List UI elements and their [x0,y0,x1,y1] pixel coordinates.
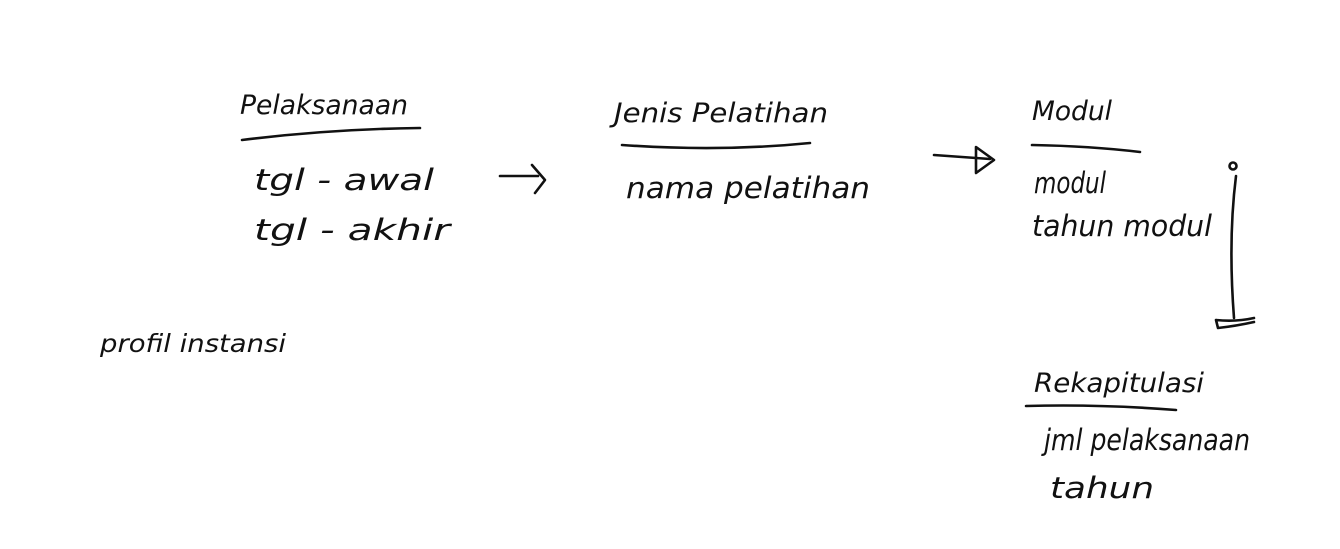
connector-foot-icon [1214,316,1256,330]
entity-pelaksanaan-field-2: tgl - akhir [254,213,453,247]
entity-jenis-pelatihan-field-1: nama pelatihan [626,171,870,205]
arrow-head-icon [974,145,996,175]
connector-circle-icon [1228,161,1238,171]
entity-modul-field-1: modul [1034,166,1106,200]
entity-jenis-pelatihan-underline [620,141,812,150]
entity-jenis-pelatihan: Jenis Pelatihan nama pelatihan [609,98,870,205]
entity-rekapitulasi: Rekapitulasi jml pelaksanaan tahun [1024,368,1250,505]
entity-rekapitulasi-underline [1024,404,1178,412]
relation-connector-modul-rekapitulasi [1214,161,1256,330]
note-profil-instansi: profil instansi [99,329,286,358]
entity-rekapitulasi-field-2: tahun [1050,471,1154,505]
arrow-line [932,153,992,161]
entity-modul-title: Modul [1032,96,1112,127]
entity-modul-field-2: tahun modul [1032,209,1212,243]
entity-modul-underline [1030,143,1142,154]
entity-modul: Modul modul tahun modul [1030,96,1212,243]
entity-jenis-pelatihan-title: Jenis Pelatihan [609,98,828,129]
entity-pelaksanaan-title: Pelaksanaan [240,90,408,121]
arrow-head-icon [530,163,547,195]
entity-pelaksanaan: Pelaksanaan tgl - awal tgl - akhir [240,90,453,247]
entity-pelaksanaan-field-1: tgl - awal [254,163,434,197]
entity-rekapitulasi-title: Rekapitulasi [1034,368,1205,399]
entity-pelaksanaan-underline [240,126,422,142]
entity-rekapitulasi-field-1: jml pelaksanaan [1041,423,1250,457]
connector-line [1230,174,1238,320]
relation-arrow-pelaksanaan-jenis [498,163,547,195]
relation-arrow-jenis-modul [932,145,996,175]
